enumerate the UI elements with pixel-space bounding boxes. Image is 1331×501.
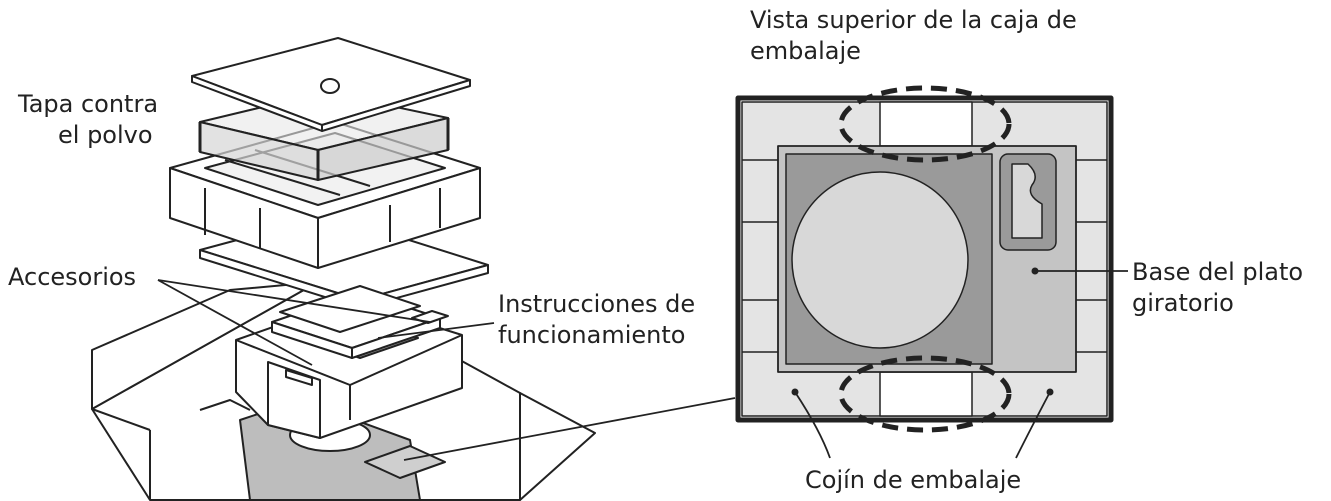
- label-cushion: Cojín de embalaje: [805, 466, 1021, 494]
- bottom-handle-slot: [879, 371, 973, 417]
- label-instructions-line2: funcionamiento: [498, 321, 685, 349]
- bottom-handle-highlight: [838, 355, 1012, 433]
- label-instructions-line1: Instrucciones de: [498, 290, 695, 318]
- instructions-leader: [377, 322, 495, 339]
- label-turntable-base-line2: giratorio: [1132, 289, 1234, 317]
- label-top-view-line1: Vista superior de la caja de: [750, 6, 1077, 34]
- label-accessories: Accesorios: [8, 263, 136, 291]
- magnify-leader: [403, 397, 736, 461]
- label-top-view-line2: embalaje: [750, 37, 861, 65]
- base-leader-dot: [1031, 267, 1039, 275]
- platter: [791, 171, 969, 349]
- exploded-view: [91, 37, 736, 501]
- cushion-leader-right-dot: [1046, 388, 1054, 396]
- label-dust-cover-line1: Tapa contra: [17, 90, 158, 118]
- carton-lid: [191, 37, 471, 132]
- accessories-leader-2: [157, 279, 431, 323]
- top-view: [735, 85, 1128, 459]
- label-dust-cover-line2: el polvo: [58, 121, 153, 149]
- lid-hole-icon: [320, 78, 340, 94]
- top-handle-slot: [879, 101, 973, 147]
- accessories-leader-1: [157, 279, 313, 366]
- cushion-leader-right: [1015, 391, 1051, 459]
- cushion-leader-left: [794, 391, 831, 459]
- label-turntable-base-line1: Base del plato: [1132, 258, 1303, 286]
- cushion-leader-left-dot: [791, 388, 799, 396]
- tonearm-recess: [1011, 163, 1043, 239]
- labels: Tapa contra el polvo Accesorios Instrucc…: [8, 6, 1303, 494]
- top-handle-highlight: [838, 85, 1012, 163]
